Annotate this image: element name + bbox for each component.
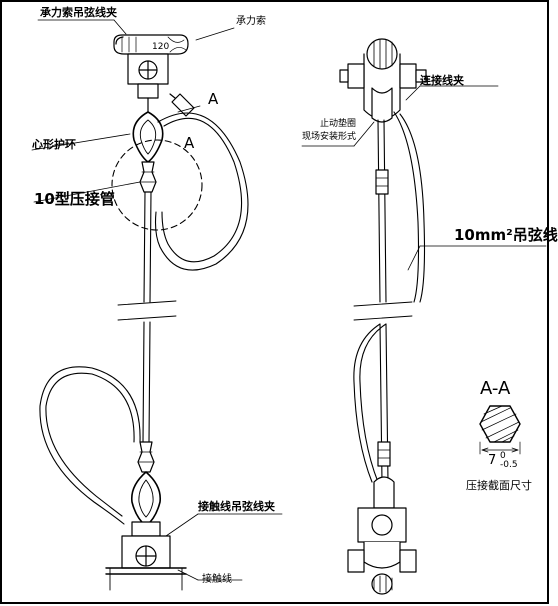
- install-form-label: 现场安装形式: [302, 132, 357, 142]
- section-tol-lower: -0.5: [500, 460, 518, 470]
- carrier-cable-clamp: [113, 34, 189, 113]
- stop-washer-label: 止动垫圈: [320, 119, 357, 129]
- crimp-sleeve-bottom: [137, 441, 155, 473]
- section-dimension: 7: [488, 453, 497, 468]
- section-mark-a2: A: [184, 134, 195, 152]
- carrier-clamp-label: 承力索吊弦线夹: [40, 6, 117, 19]
- right-break-marks: [353, 301, 413, 321]
- left-break-marks: [117, 300, 177, 321]
- section-caption: 压接截面尺寸: [466, 479, 532, 492]
- heart-thimble-bottom: [130, 471, 162, 527]
- section-aa: [479, 405, 521, 455]
- right-top-clamp: [339, 38, 427, 123]
- left-dropper-wire: [142, 191, 152, 443]
- crimp-sleeve-label: 10型压接管: [34, 190, 115, 208]
- right-bottom-clamp: [347, 476, 417, 595]
- contact-clamp-label: 接触线吊弦线夹: [198, 500, 275, 513]
- section-arrow-a: [169, 93, 201, 117]
- left-upper-loop: [154, 112, 249, 271]
- section-title: A-A: [480, 378, 511, 399]
- contact-wire-label: 接触线: [202, 574, 232, 585]
- contact-wire-clamp: [105, 521, 187, 591]
- right-crimp-sleeves: [375, 169, 391, 467]
- section-mark-a: A: [208, 90, 219, 108]
- heart-thimble-top: [132, 111, 164, 163]
- heart-thimble-label: 心形护环: [32, 138, 76, 151]
- dropper-wire-label: 10mm²吊弦线: [454, 226, 558, 244]
- right-leaders: [301, 85, 547, 271]
- left-lower-loop: [39, 366, 141, 525]
- left-leaders: [31, 19, 283, 581]
- crimp-sleeve-top: [139, 161, 157, 193]
- carrier-cable-label: 承力索: [236, 16, 266, 27]
- section-tol-upper: 0: [500, 451, 506, 461]
- right-dropper-wires: [353, 111, 426, 483]
- clamp-number: 120: [152, 42, 170, 52]
- connector-clamp-label: 连接线夹: [420, 74, 464, 87]
- detail-circle: [111, 139, 203, 231]
